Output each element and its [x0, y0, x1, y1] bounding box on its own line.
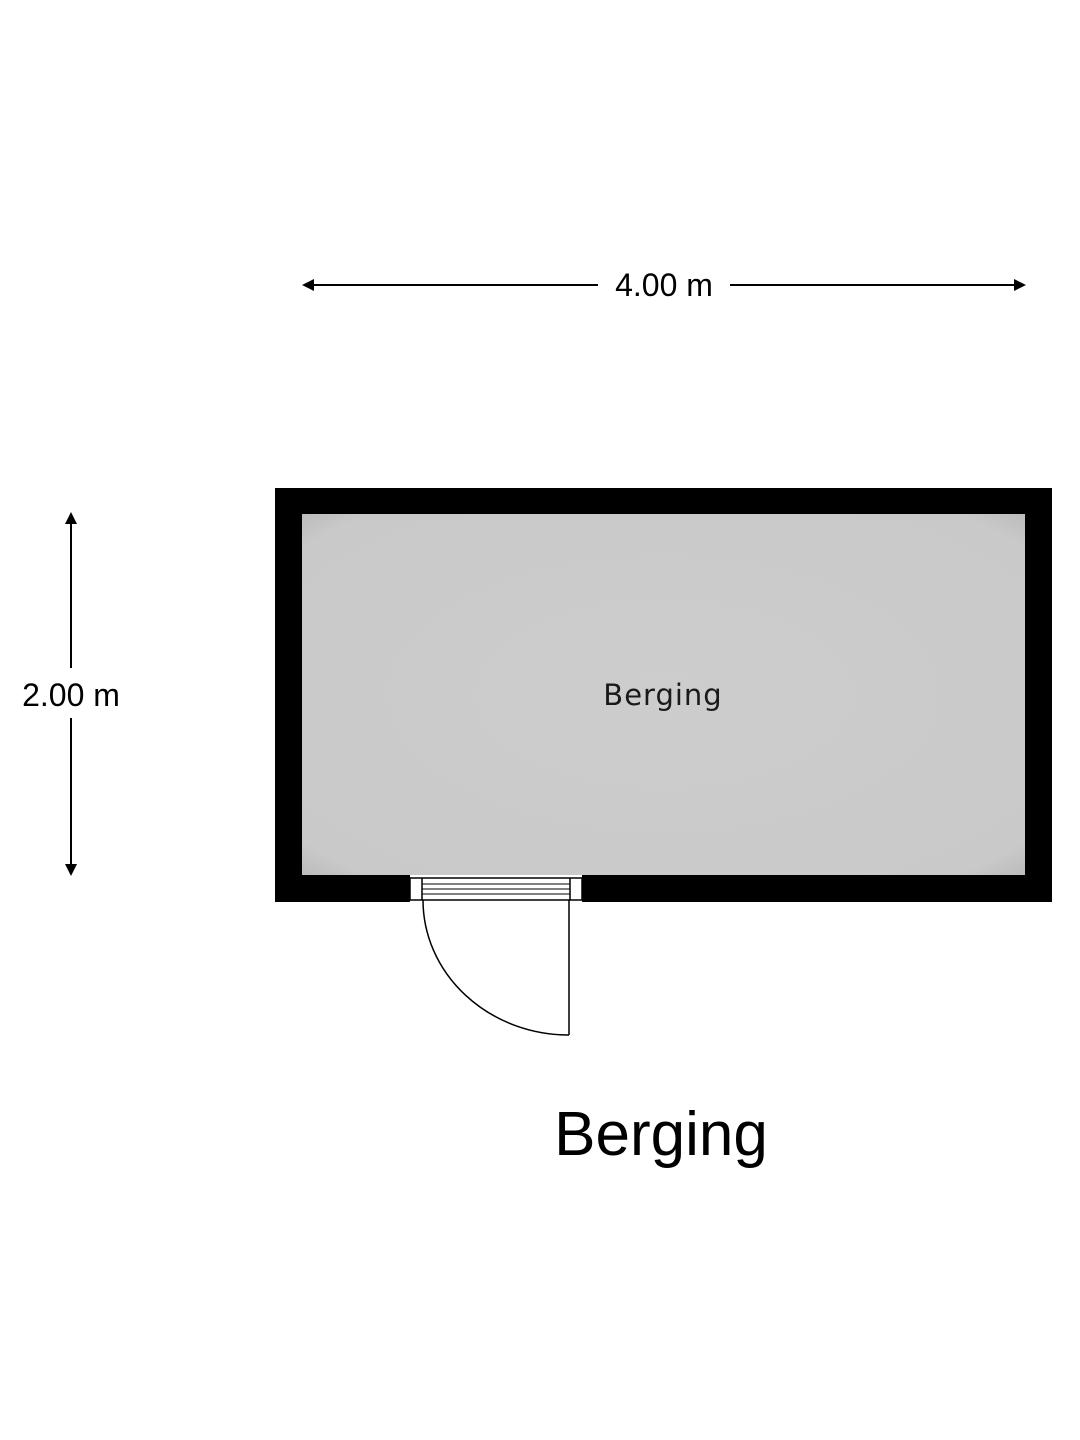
- door-swing-arc: [422, 899, 570, 1036]
- plan-title: Berging: [554, 1100, 768, 1169]
- width-dimension: 4.00 m: [302, 267, 1026, 303]
- door: [409, 877, 583, 1036]
- room-floor: [302, 514, 1025, 875]
- height-dimension: 2.00 m: [22, 512, 120, 876]
- width-dimension-label: 4.00 m: [615, 267, 713, 303]
- room-label: Berging: [603, 678, 722, 712]
- height-dimension-label: 2.00 m: [22, 677, 120, 713]
